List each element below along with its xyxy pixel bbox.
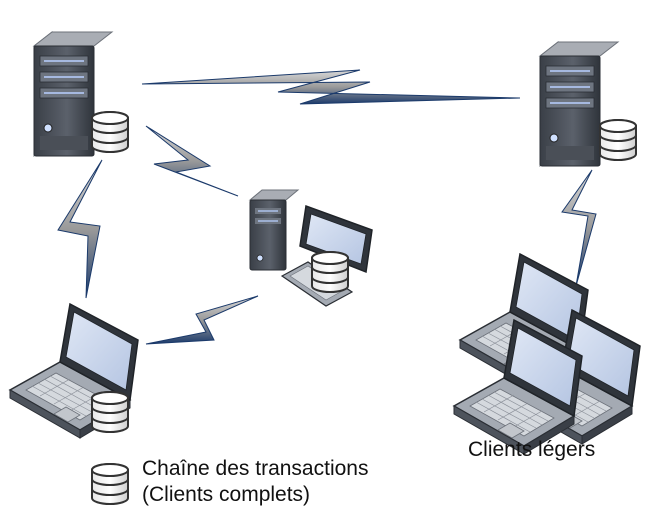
legend-line-2: (Clients complets) xyxy=(142,483,311,506)
database-icon-server-right xyxy=(599,119,637,161)
legend-line-1: Chaîne des transactions xyxy=(142,457,369,480)
link-server-right-to-light-clients xyxy=(561,169,597,287)
light-clients-group xyxy=(453,253,641,455)
database-icon-legend xyxy=(91,463,129,505)
link-server-left-to-laptop xyxy=(57,159,103,299)
link-server-left-to-workstation xyxy=(145,125,239,197)
database-icon-workstation xyxy=(311,251,349,293)
desktop-computer-icon xyxy=(248,189,373,307)
link-server-left-to-server-right xyxy=(141,69,521,105)
database-icon-server-left xyxy=(91,111,129,153)
database-icon-laptop xyxy=(91,391,129,433)
link-workstation-to-laptop xyxy=(145,295,259,345)
light-clients-label: Clients légers xyxy=(468,438,596,461)
legend-text: Chaîne des transactions (Clients complet… xyxy=(142,456,368,508)
